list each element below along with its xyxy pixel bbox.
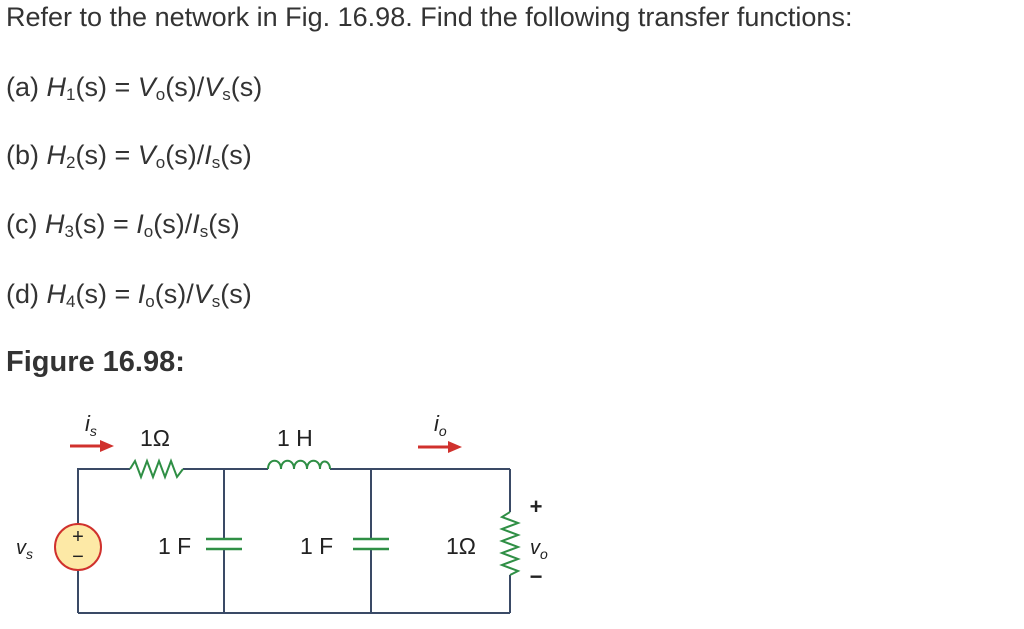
slash: /: [196, 72, 205, 102]
equals: =: [112, 209, 129, 239]
transfer-symbol: H: [45, 209, 65, 239]
numerator-sub: o: [145, 292, 155, 311]
slash: /: [186, 279, 194, 309]
denominator: I: [204, 140, 212, 170]
part-label: (c): [6, 209, 38, 239]
transfer-index: 3: [64, 222, 74, 241]
numerator-sub: o: [143, 222, 154, 241]
label-vo-minus: −: [530, 564, 543, 589]
label-vo-plus: +: [530, 494, 543, 519]
denominator-sub: s: [211, 153, 221, 172]
wire-top-left: [77, 468, 130, 524]
denominator-sub: s: [222, 85, 231, 104]
arg: (s): [165, 140, 197, 170]
io-arrow-icon: [448, 441, 462, 453]
source-plus: +: [72, 526, 84, 548]
equals: =: [114, 72, 131, 102]
numerator: V: [137, 140, 156, 170]
arg: (s): [75, 72, 107, 102]
part-d: (d) H4(s) = Io(s)/Vs(s): [6, 279, 252, 310]
part-a: (a) H1(s) = Vo(s)/Vs(s): [6, 72, 262, 103]
arg: (s): [165, 72, 197, 102]
label-r2: 1Ω: [446, 533, 476, 559]
numerator-sub: o: [155, 85, 166, 104]
numerator-sub: o: [155, 153, 166, 172]
inductor-symbol: [267, 459, 331, 470]
label-io: io: [434, 411, 447, 439]
circuit-diagram: + − is io 1Ω 1 H 1 F 1 F 1Ω vs vo + −: [16, 411, 548, 614]
equals: =: [114, 140, 131, 170]
transfer-index: 2: [66, 153, 76, 172]
figure-title: Figure 16.98:: [6, 346, 185, 378]
resistor-2-symbol: [499, 511, 521, 576]
arg: (s): [73, 209, 106, 239]
transfer-symbol: H: [46, 140, 67, 170]
denominator: V: [204, 72, 223, 102]
equals: =: [114, 279, 131, 309]
label-c2: 1 F: [300, 533, 333, 559]
label-is: is: [85, 411, 97, 439]
slash: /: [196, 140, 205, 170]
is-arrow-icon: [100, 440, 114, 452]
numerator: I: [137, 279, 146, 309]
voltage-source-symbol: [54, 523, 102, 571]
label-c1: 1 F: [158, 533, 191, 559]
part-label: (d): [6, 279, 39, 309]
part-label: (a): [6, 72, 39, 102]
label-l1: 1 H: [277, 425, 313, 451]
numerator: V: [137, 72, 156, 102]
denominator-sub: s: [199, 222, 209, 241]
transfer-symbol: H: [46, 279, 67, 309]
arg: (s): [230, 72, 263, 102]
numerator: I: [136, 209, 144, 239]
denominator: I: [192, 209, 200, 239]
part-label: (b): [6, 140, 39, 170]
arg: (s): [220, 279, 252, 309]
denominator-sub: s: [211, 292, 221, 311]
arg: (s): [220, 140, 252, 170]
arg: (s): [154, 279, 187, 309]
source-minus: −: [72, 546, 84, 568]
denominator: V: [193, 279, 212, 309]
arg: (s): [75, 140, 107, 170]
problem-intro: Refer to the network in Fig. 16.98. Find…: [6, 2, 853, 32]
transfer-symbol: H: [46, 72, 67, 102]
label-vo: vo: [530, 537, 548, 562]
transfer-index: 4: [66, 292, 76, 311]
label-r1: 1Ω: [140, 425, 170, 451]
part-b: (b) H2(s) = Vo(s)/Is(s): [6, 140, 252, 171]
resistor-1-symbol: [129, 458, 184, 480]
label-vs: vs: [16, 537, 33, 562]
part-c: (c) H3(s) = Io(s)/Is(s): [6, 209, 240, 240]
slash: /: [184, 209, 193, 239]
transfer-index: 1: [66, 85, 76, 104]
arg: (s): [153, 209, 185, 239]
arg: (s): [208, 209, 240, 239]
arg: (s): [75, 279, 107, 309]
